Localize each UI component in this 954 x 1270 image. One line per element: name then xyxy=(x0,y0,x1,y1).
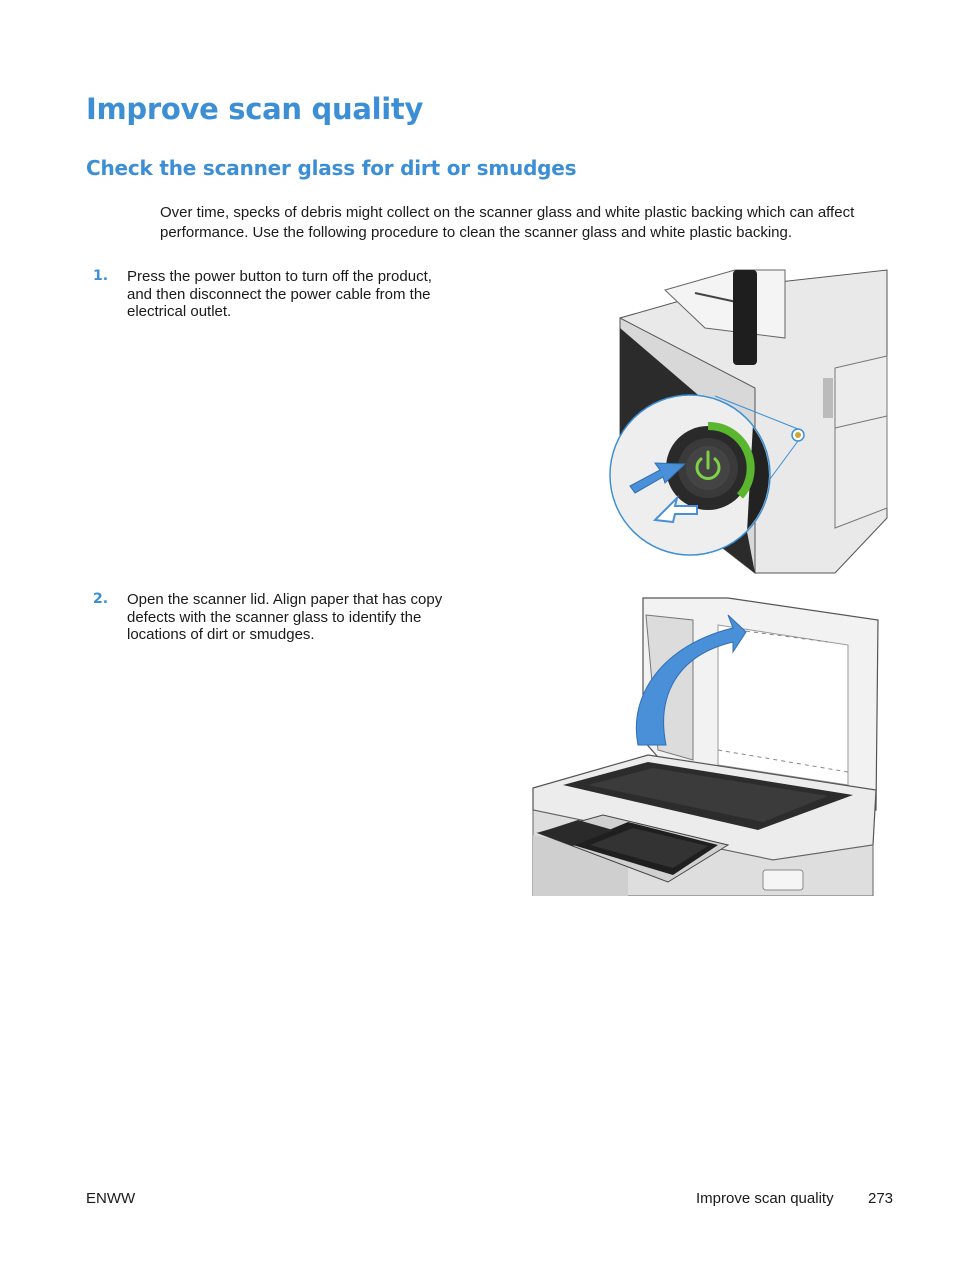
footer-left: ENWW xyxy=(86,1190,136,1207)
footer-section: Improve scan quality xyxy=(696,1190,834,1207)
step-1-number: 1. xyxy=(93,268,109,284)
step-2-number: 2. xyxy=(93,591,109,607)
section-title: Check the scanner glass for dirt or smud… xyxy=(86,156,577,180)
step-2-text: Open the scanner lid. Align paper that h… xyxy=(127,591,443,643)
intro-paragraph: Over time, specks of debris might collec… xyxy=(160,204,855,241)
scanner-lid-illustration xyxy=(532,597,879,896)
unplug-icon xyxy=(652,494,698,524)
step-1-text: Press the power button to turn off the p… xyxy=(127,268,432,320)
page-number: 273 xyxy=(868,1190,894,1207)
arrow-icon xyxy=(629,462,687,494)
page-title: Improve scan quality xyxy=(86,92,424,126)
power-icon xyxy=(695,450,721,480)
arrow-icon xyxy=(635,614,747,746)
power-button-illustration xyxy=(609,269,888,575)
